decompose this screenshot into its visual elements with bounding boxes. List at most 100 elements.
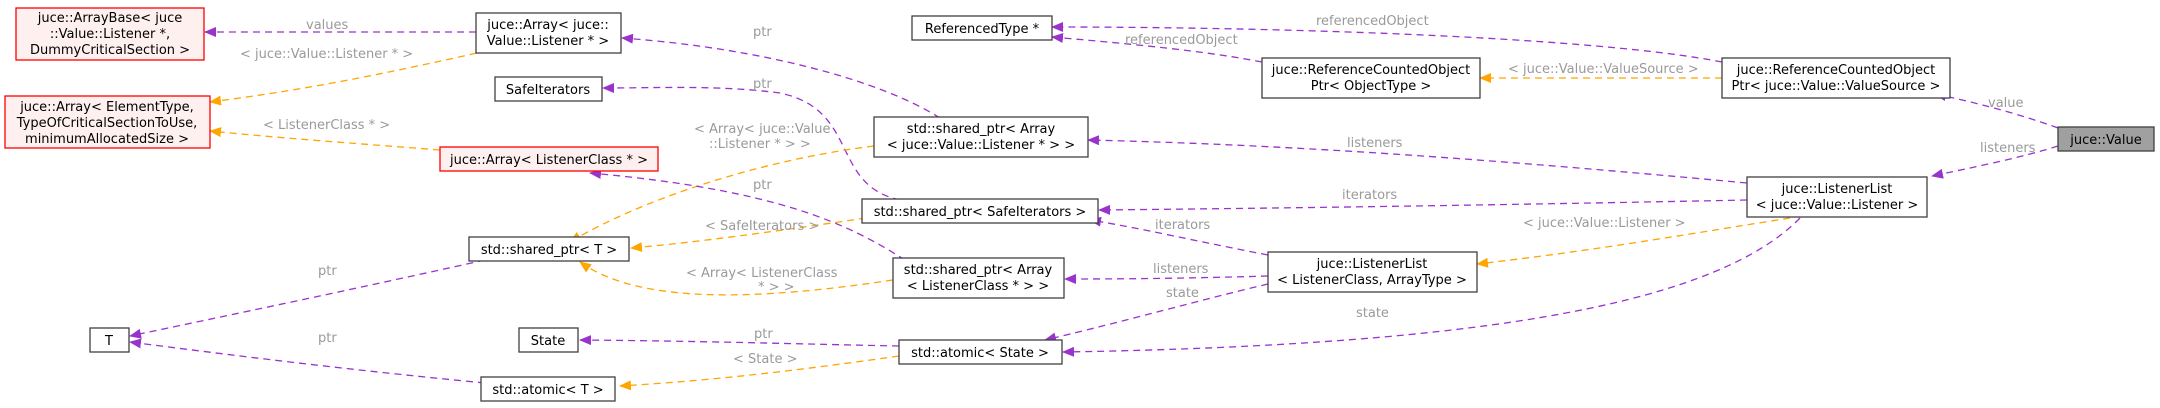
edge-ptr-T-2: [129, 338, 486, 384]
node-atomic-state[interactable]: std::atomic< State >: [898, 339, 1063, 365]
edge-label-safeit-template: < SafeIterators >: [705, 219, 819, 234]
svg-text:juce::ArrayBase< juce: juce::ArrayBase< juce: [37, 11, 182, 26]
edge-iterators-top: [1098, 199, 1748, 215]
edge-ptr-array-vl: [621, 33, 941, 119]
edge-label-listeners-mid: listeners: [1347, 136, 1403, 151]
nodes: juce::Value juce::ReferenceCountedObject…: [4, 7, 2155, 402]
svg-text:juce::ListenerList: juce::ListenerList: [1316, 257, 1428, 272]
edge-label-array-vl-template-2: ::Listener * > >: [709, 137, 811, 152]
svg-text:< ListenerClass * > >: < ListenerClass * > >: [907, 279, 1049, 294]
node-listenerlist-listenerclass[interactable]: juce::ListenerList < ListenerClass, Arra…: [1267, 251, 1478, 293]
edge-value: [1934, 91, 2059, 129]
edge-label-value: value: [1988, 96, 2024, 111]
svg-text:std::shared_ptr< Array: std::shared_ptr< Array: [904, 263, 1053, 278]
svg-text:< ListenerClass, ArrayType >: < ListenerClass, ArrayType >: [1277, 273, 1467, 288]
svg-text:juce::Value: juce::Value: [2069, 133, 2141, 148]
edge-label-values: values: [306, 18, 349, 33]
node-atomic-T[interactable]: std::atomic< T >: [480, 376, 616, 402]
edge-label-iterators-top: iterators: [1342, 188, 1397, 203]
edge-ptr-state: [579, 335, 900, 347]
svg-text:std::shared_ptr< Array: std::shared_ptr< Array: [907, 122, 1056, 137]
svg-text:< juce::Value::Listener >: < juce::Value::Listener >: [1756, 198, 1919, 213]
edge-ptr-safeit: [602, 82, 901, 201]
node-array-value-listener[interactable]: juce::Array< juce:: Value::Listener * >: [475, 12, 622, 54]
node-state[interactable]: State: [518, 327, 579, 353]
svg-text:DummyCriticalSection >: DummyCriticalSection >: [30, 43, 190, 58]
svg-text:juce::Array< ListenerClass * >: juce::Array< ListenerClass * >: [449, 153, 648, 168]
svg-text:TypeOfCriticalSectionToUse,: TypeOfCriticalSectionToUse,: [16, 116, 198, 131]
edge-array-lc-template: [579, 261, 894, 296]
node-juce-value[interactable]: juce::Value: [2057, 126, 2155, 152]
edge-label-listeners-low: listeners: [1153, 262, 1209, 277]
svg-text:std::shared_ptr< T >: std::shared_ptr< T >: [481, 243, 617, 258]
edge-label-listeners-top: listeners: [1980, 141, 2036, 156]
node-refobj-valuesource[interactable]: juce::ReferenceCountedObject Ptr< juce::…: [1721, 57, 1951, 99]
svg-text:Ptr< juce::Value::ValueSource: Ptr< juce::Value::ValueSource >: [1732, 79, 1941, 94]
svg-text:std::shared_ptr< SafeIterators: std::shared_ptr< SafeIterators >: [874, 205, 1087, 220]
edge-ptr-T-1: [129, 259, 486, 339]
svg-text:< juce::Value::Listener * > >: < juce::Value::Listener * > >: [887, 138, 1075, 153]
svg-text:Value::Listener * >: Value::Listener * >: [487, 34, 609, 49]
edge-label-ptr-state: ptr: [754, 327, 773, 342]
edge-label-ptr-T-1: ptr: [318, 264, 337, 279]
node-arraybase[interactable]: juce::ArrayBase< juce ::Value::Listener …: [15, 7, 205, 61]
svg-text:T: T: [104, 334, 113, 349]
node-sharedptr-array-value-listener[interactable]: std::shared_ptr< Array < juce::Value::Li…: [873, 116, 1089, 158]
edge-label-referencedobject-2: referencedObject: [1125, 33, 1238, 48]
node-array-listenerclass[interactable]: juce::Array< ListenerClass * >: [439, 146, 659, 172]
edge-listeners-mid: [1087, 135, 1748, 184]
svg-text:std::atomic< T >: std::atomic< T >: [492, 383, 603, 398]
edge-label-valuesource-template: < juce::Value::ValueSource >: [1508, 62, 1699, 77]
svg-text:juce::ReferenceCountedObject: juce::ReferenceCountedObject: [1736, 63, 1935, 78]
edge-label-state-1: state: [1166, 286, 1199, 301]
edge-ptr-array-lc: [589, 169, 906, 261]
node-listenerlist-value-listener[interactable]: juce::ListenerList < juce::Value::Listen…: [1746, 176, 1928, 218]
svg-text:juce::Array< ElementType,: juce::Array< ElementType,: [19, 100, 194, 115]
edge-label-iterators-mid: iterators: [1155, 218, 1210, 233]
edge-label-array-lc-template-2: * > >: [758, 280, 795, 295]
edge-label-ptr-array-vl: ptr: [753, 25, 772, 40]
svg-text:SafeIterators: SafeIterators: [506, 83, 590, 98]
edge-label-array-vl-template-1: < Array< juce::Value: [694, 122, 831, 137]
edge-label-state-template: < State >: [733, 352, 797, 367]
edge-iterators-mid: [1089, 216, 1269, 256]
edge-array-vl-template: [569, 145, 875, 243]
node-T[interactable]: T: [89, 327, 130, 353]
svg-text:Ptr< ObjectType >: Ptr< ObjectType >: [1311, 79, 1432, 94]
edge-state-2: [1062, 217, 1801, 357]
edge-label-ptr-array-lc: ptr: [753, 178, 772, 193]
edge-label-ptr-safeit: ptr: [753, 77, 772, 92]
edge-label-referencedobject-1: referencedObject: [1316, 14, 1429, 29]
edge-state-1: [1044, 283, 1269, 343]
node-sharedptr-T[interactable]: std::shared_ptr< T >: [468, 236, 630, 262]
node-array-generic[interactable]: juce::Array< ElementType, TypeOfCritical…: [4, 95, 211, 149]
svg-text:std::atomic< State >: std::atomic< State >: [911, 346, 1049, 361]
edge-safeit-template: [630, 217, 867, 253]
node-referencedtype[interactable]: ReferencedType *: [911, 15, 1053, 41]
edge-label-array-lc-template-1: < Array< ListenerClass: [686, 266, 838, 281]
edge-listeners-low: [1064, 273, 1269, 284]
edge-label-ptr-T-2: ptr: [318, 331, 337, 346]
edges: [129, 22, 2059, 391]
edge-listeners-value: [1931, 145, 2059, 179]
edge-label-state-2: state: [1356, 306, 1389, 321]
edge-labels: value listeners referencedObject referen…: [240, 14, 2036, 367]
svg-text:State: State: [531, 334, 565, 349]
edge-label-listener-ptr-template: < juce::Value::Listener * >: [240, 47, 413, 62]
edge-referencedobject-1: [1051, 22, 1723, 63]
edge-listenerclass-template: [209, 127, 441, 151]
svg-text:::Value::Listener *,: ::Value::Listener *,: [50, 27, 170, 42]
node-safeiterators[interactable]: SafeIterators: [494, 76, 603, 102]
edge-referencedobject-2: [1051, 32, 1263, 63]
node-sharedptr-array-listenerclass[interactable]: std::shared_ptr< Array < ListenerClass *…: [892, 257, 1065, 299]
edge-label-listener-template: < juce::Value::Listener >: [1523, 216, 1686, 231]
node-refobj-objecttype[interactable]: juce::ReferenceCountedObject Ptr< Object…: [1261, 57, 1481, 99]
edge-listener-template: [1476, 217, 1791, 268]
svg-text:juce::ListenerList: juce::ListenerList: [1781, 182, 1893, 197]
svg-text:ReferencedType *: ReferencedType *: [925, 22, 1040, 37]
edge-state-template: [619, 355, 900, 391]
edge-label-listenerclass-template: < ListenerClass * >: [263, 118, 390, 133]
node-sharedptr-safeiterators[interactable]: std::shared_ptr< SafeIterators >: [861, 198, 1099, 224]
svg-text:juce::Array< juce::: juce::Array< juce::: [486, 18, 609, 33]
